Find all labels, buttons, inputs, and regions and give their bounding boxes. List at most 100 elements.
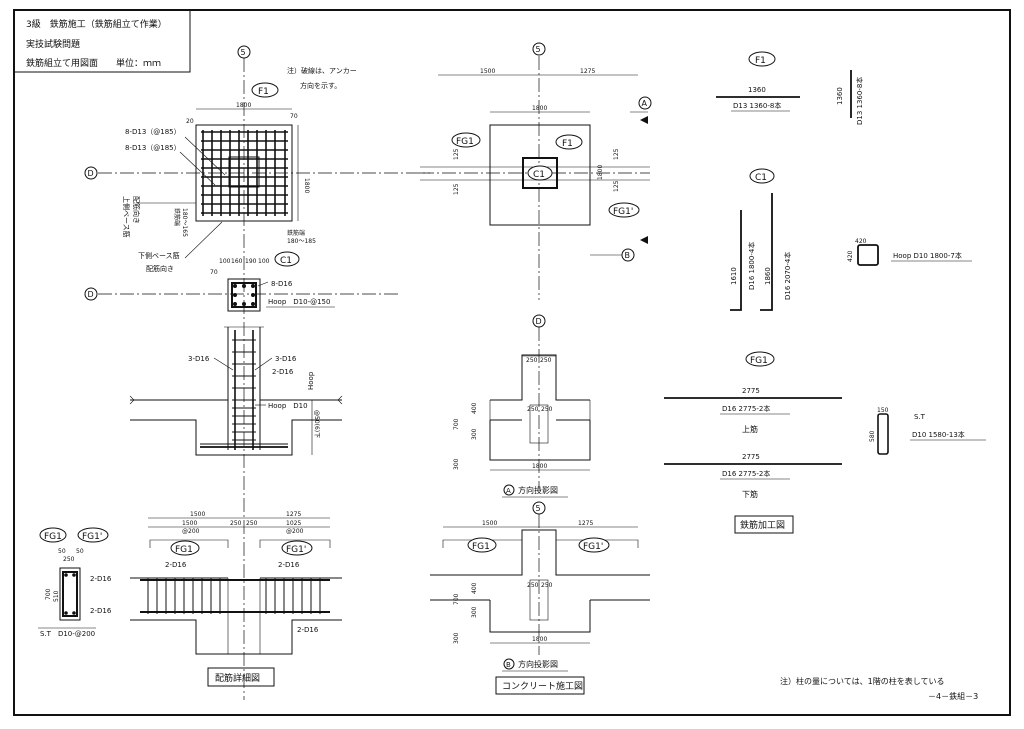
mark-fg1-cb-label: FG1 [472, 542, 490, 552]
grid-bubble-d-2 [84, 287, 98, 301]
bar-label-bottom: 8-D13（@185） [125, 144, 181, 152]
cb-top-a: 1500 [482, 520, 497, 527]
ca-v-300b: 300 [453, 458, 460, 470]
svg-text:鉄筋端: 鉄筋端 [173, 208, 181, 226]
bend-fg-lbl1: 上筋 [742, 424, 758, 434]
bend-f1-vspec: D13 1360-8本 [855, 77, 864, 125]
elev-bar-right: 3-D16 [275, 355, 297, 363]
ca-v-700: 700 [453, 418, 460, 430]
grid-label-5-b: 5 [536, 504, 541, 513]
mark-c1-section-label: C1 [280, 256, 292, 266]
mark-fg1p-cb-label: FG1' [583, 542, 603, 552]
bottom-base-label-2: 配筋向き [146, 264, 174, 273]
grid-label-d-2: D [88, 290, 94, 299]
anchor-note-2: 方向を示す。 [300, 81, 341, 90]
grid-bubble-d [84, 166, 98, 180]
sec-bar-bottom: 2-D16 [90, 607, 112, 615]
mark-fg1-cp [451, 132, 481, 148]
rebar-end-right-1: 鉄筋端 [287, 229, 305, 237]
plan-dim-1800-v: 1800 [303, 178, 310, 193]
bend-st-w: 150 [877, 407, 889, 414]
rebar-end-right-2: 180～185 [287, 238, 316, 245]
mark-f1-cp [555, 134, 583, 150]
bend-c1-s2: D16 2070-4本 [783, 252, 792, 300]
elev-hoop-v: Hoop [307, 371, 315, 390]
beam-bar-bottom: 2-D16 [297, 626, 319, 634]
grid-bubble-a [638, 96, 652, 110]
column-elevation: 3-D16 3-D16 2-D16 Hoop D10 Hoop @50(6)下 [129, 326, 343, 456]
beam-detail: 1500 1275 1500 250 250 1025 @200 @200 FG… [38, 511, 342, 687]
cp-dim-125b: 125 [453, 183, 460, 195]
mark-fg1-bend-label: FG1 [750, 356, 768, 366]
mark-c1-cp [527, 165, 553, 181]
col-dim-d: 100 [258, 258, 270, 265]
sec-dim-b: 250 [63, 556, 75, 563]
plan-dim-1800: 1800 [236, 102, 251, 109]
grid-bubble-5-c [532, 42, 546, 56]
mark-c1-bend [749, 168, 775, 184]
caption-concrete: コンクリート施工図 [502, 680, 583, 692]
mark-b-caption [503, 658, 515, 670]
mark-f1-plan-label: F1 [258, 87, 269, 97]
column-note: 注）柱の量については、1階の柱を表している [780, 676, 944, 686]
mark-a-caption [503, 484, 515, 496]
mark-fg1-beam-label: FG1 [175, 545, 193, 555]
col-hoop-label: Hoop D10-@150 [268, 298, 330, 306]
grid-label-5-c: 5 [536, 45, 541, 54]
bend-st-h: 580 [869, 430, 876, 442]
col-dim-c: 190 [245, 258, 257, 265]
cb-v-400: 400 [471, 582, 478, 594]
cb-v-300: 300 [471, 606, 478, 618]
beam-pitch-2: @200 [286, 528, 304, 535]
grid-bubble-b [621, 248, 635, 262]
caption-box-bending [734, 515, 794, 534]
title-line-2: 実技試験問題 [26, 38, 80, 50]
ca-bottom: 1800 [532, 463, 547, 470]
bend-st-spec: D10 1580-13本 [912, 430, 965, 439]
col-bar-label: 8-D16 [271, 280, 293, 288]
cp-dim-1500: 1500 [480, 68, 495, 75]
bend-fg-len2: 2775 [742, 453, 760, 461]
cb-mid-a: 250 [527, 582, 539, 589]
bend-hoop-h: 420 [847, 250, 854, 262]
cp-dim-125c: 125 [613, 148, 620, 160]
sec-dim-c: 50 [76, 548, 84, 555]
bend-hoop-w: 420 [855, 238, 867, 245]
mark-fg1p-section-label: FG1' [82, 532, 102, 542]
caption-elev-a: 方向投影図 [518, 485, 558, 495]
ca-top-a: 250 [526, 357, 538, 364]
mark-fg1p-cp [608, 202, 640, 218]
caption-box-concrete [495, 676, 585, 695]
bend-fg-len1: 2775 [742, 387, 760, 395]
bend-f1-len: 1360 [748, 86, 766, 94]
cp-dim-1275: 1275 [580, 68, 595, 75]
cb-v-300b: 300 [453, 632, 460, 644]
bend-st-lbl: S.T [914, 413, 926, 421]
mark-f1-plan [251, 82, 279, 98]
plan-dim-70: 70 [290, 113, 298, 120]
ca-v-400: 400 [471, 402, 478, 414]
mark-f1-bend-label: F1 [755, 56, 766, 66]
cb-top-b: 1275 [578, 520, 593, 527]
grid-label-d: D [88, 169, 94, 178]
svg-text:180～165: 180～165 [181, 208, 188, 237]
mark-b-caption-label: B [506, 661, 511, 669]
sec-dim-a: 50 [58, 548, 66, 555]
bend-c1-v2: 1860 [764, 267, 772, 285]
ca-top-b: 250 [540, 357, 552, 364]
mark-f1-cp-label: F1 [562, 139, 573, 149]
caption-rebar-detail: 配筋詳細図 [215, 672, 260, 684]
bend-f1-spec: D13 1360-8本 [733, 101, 781, 110]
grid-label-b: B [625, 251, 631, 260]
mark-fg1-cb [467, 537, 497, 553]
mark-fg1p-section [77, 527, 109, 543]
sec-stirrup: S.T D10-@200 [40, 630, 95, 638]
svg-text:配筋向き: 配筋向き [132, 196, 141, 224]
rebar-mesh [201, 130, 288, 216]
bottom-base-label-1: 下側ベース筋 [138, 251, 180, 260]
svg-text:上側ベース筋: 上側ベース筋 [122, 196, 131, 238]
cb-v-700: 700 [453, 593, 460, 605]
mark-f1-bend [748, 51, 776, 67]
